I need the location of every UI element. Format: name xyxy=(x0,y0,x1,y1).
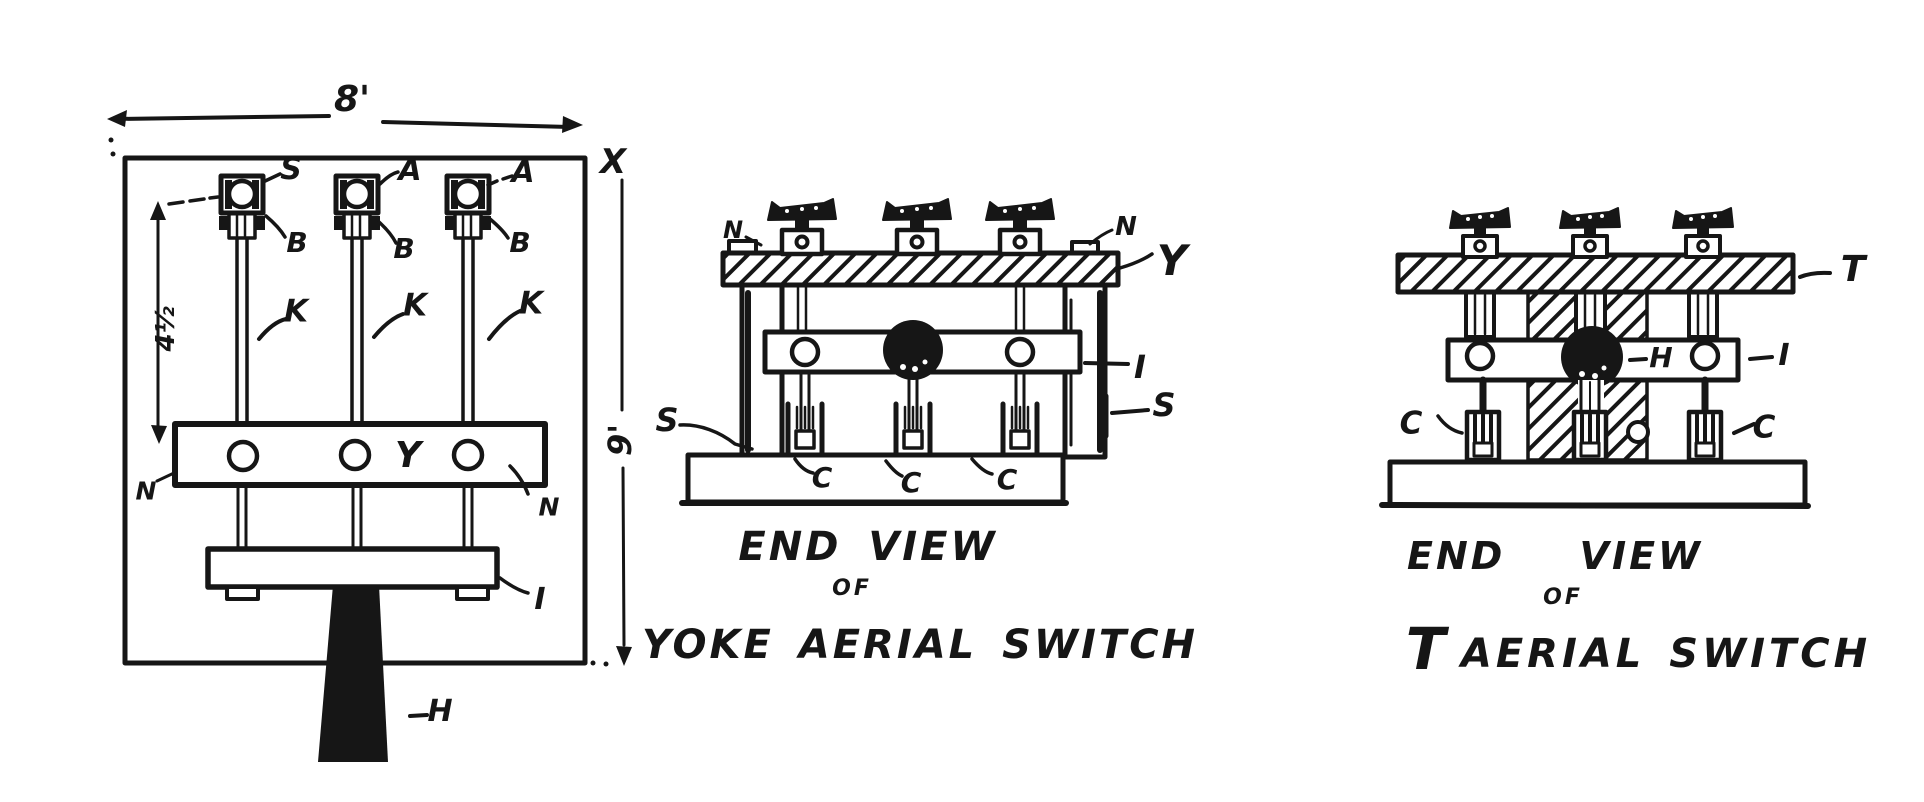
label-nut-n-left: N xyxy=(135,476,157,506)
binding-post xyxy=(219,176,265,549)
label-support-s-right: S xyxy=(1152,386,1176,424)
label-yoke-y: Y xyxy=(1156,236,1188,285)
thumbscrew xyxy=(768,199,836,254)
caption-t-initial: T xyxy=(1405,615,1449,683)
label-rod-k: K xyxy=(283,293,309,330)
thumbscrew xyxy=(1558,206,1622,259)
dimension-corner-mark: X xyxy=(599,142,627,182)
base-block xyxy=(1387,459,1808,508)
label-t-bar: T xyxy=(1840,249,1866,290)
label-switch-blade-s: S xyxy=(280,152,302,187)
insulator-bar xyxy=(205,546,500,590)
thumbscrew xyxy=(1448,206,1512,259)
label-nut-n-right: N xyxy=(538,492,560,522)
t-end-view-drawing xyxy=(1379,206,1832,509)
t-bar xyxy=(1395,252,1796,295)
label-post-a: A xyxy=(398,153,422,188)
label-yoke-y: Y xyxy=(394,435,422,476)
binding-post xyxy=(445,176,491,549)
caption-yoke-aerial-switch: YOKE AERIAL SWITCH xyxy=(641,622,1199,668)
label-nut-n-left: N xyxy=(722,216,744,244)
label-post-a: A xyxy=(511,155,535,190)
caption-end-view: END VIEW xyxy=(738,524,998,570)
label-insulator-i: I xyxy=(534,582,546,617)
label-bearing-b: B xyxy=(393,232,415,265)
dimension-height-label: 9' xyxy=(601,423,639,457)
thumbscrew xyxy=(986,199,1054,254)
handle-knob xyxy=(883,320,943,380)
label-bearing-b: B xyxy=(286,226,308,259)
caption-end-view: END VIEW xyxy=(1407,534,1703,578)
yoke-bar-end xyxy=(720,250,1121,288)
switch-handle xyxy=(318,585,388,762)
label-clip-c: C xyxy=(996,463,1018,496)
binding-post xyxy=(334,176,380,549)
label-clip-c-right: C xyxy=(1752,409,1776,446)
label-clip-c: C xyxy=(900,466,922,499)
label-clip-c-left: C xyxy=(1399,405,1423,442)
label-insulator-i: I xyxy=(1778,338,1790,373)
caption-of: OF xyxy=(832,576,872,601)
caption-of: OF xyxy=(1543,585,1583,610)
label-handle-h: H xyxy=(427,694,453,729)
label-insulator-i: I xyxy=(1134,348,1146,386)
base-block xyxy=(685,452,1066,505)
label-nut-n-right: N xyxy=(1115,212,1137,242)
contact-clip xyxy=(896,404,930,456)
label-bearing-b: B xyxy=(509,226,531,259)
contact-clip xyxy=(1689,412,1721,460)
contact-clip xyxy=(1003,404,1037,456)
contact-clip xyxy=(1574,412,1606,460)
front-view-drawing xyxy=(107,110,632,762)
yoke-end-view-drawing xyxy=(678,199,1154,506)
label-clip-c: C xyxy=(811,461,833,494)
label-rod-k: K xyxy=(402,287,428,324)
label-handle-h: H xyxy=(1649,341,1673,374)
handle-knob xyxy=(1561,326,1623,388)
contact-clip xyxy=(1467,412,1499,460)
contact-clip xyxy=(788,404,822,456)
thumbscrew xyxy=(1671,206,1735,259)
thumbscrew xyxy=(883,199,951,254)
dimension-width-label: 8' xyxy=(333,79,371,120)
label-support-s-left: S xyxy=(655,401,679,439)
caption-aerial-switch: AERIAL SWITCH xyxy=(1460,631,1872,677)
dimension-post-height-label: 4½ xyxy=(151,306,181,352)
label-rod-k: K xyxy=(518,285,544,322)
